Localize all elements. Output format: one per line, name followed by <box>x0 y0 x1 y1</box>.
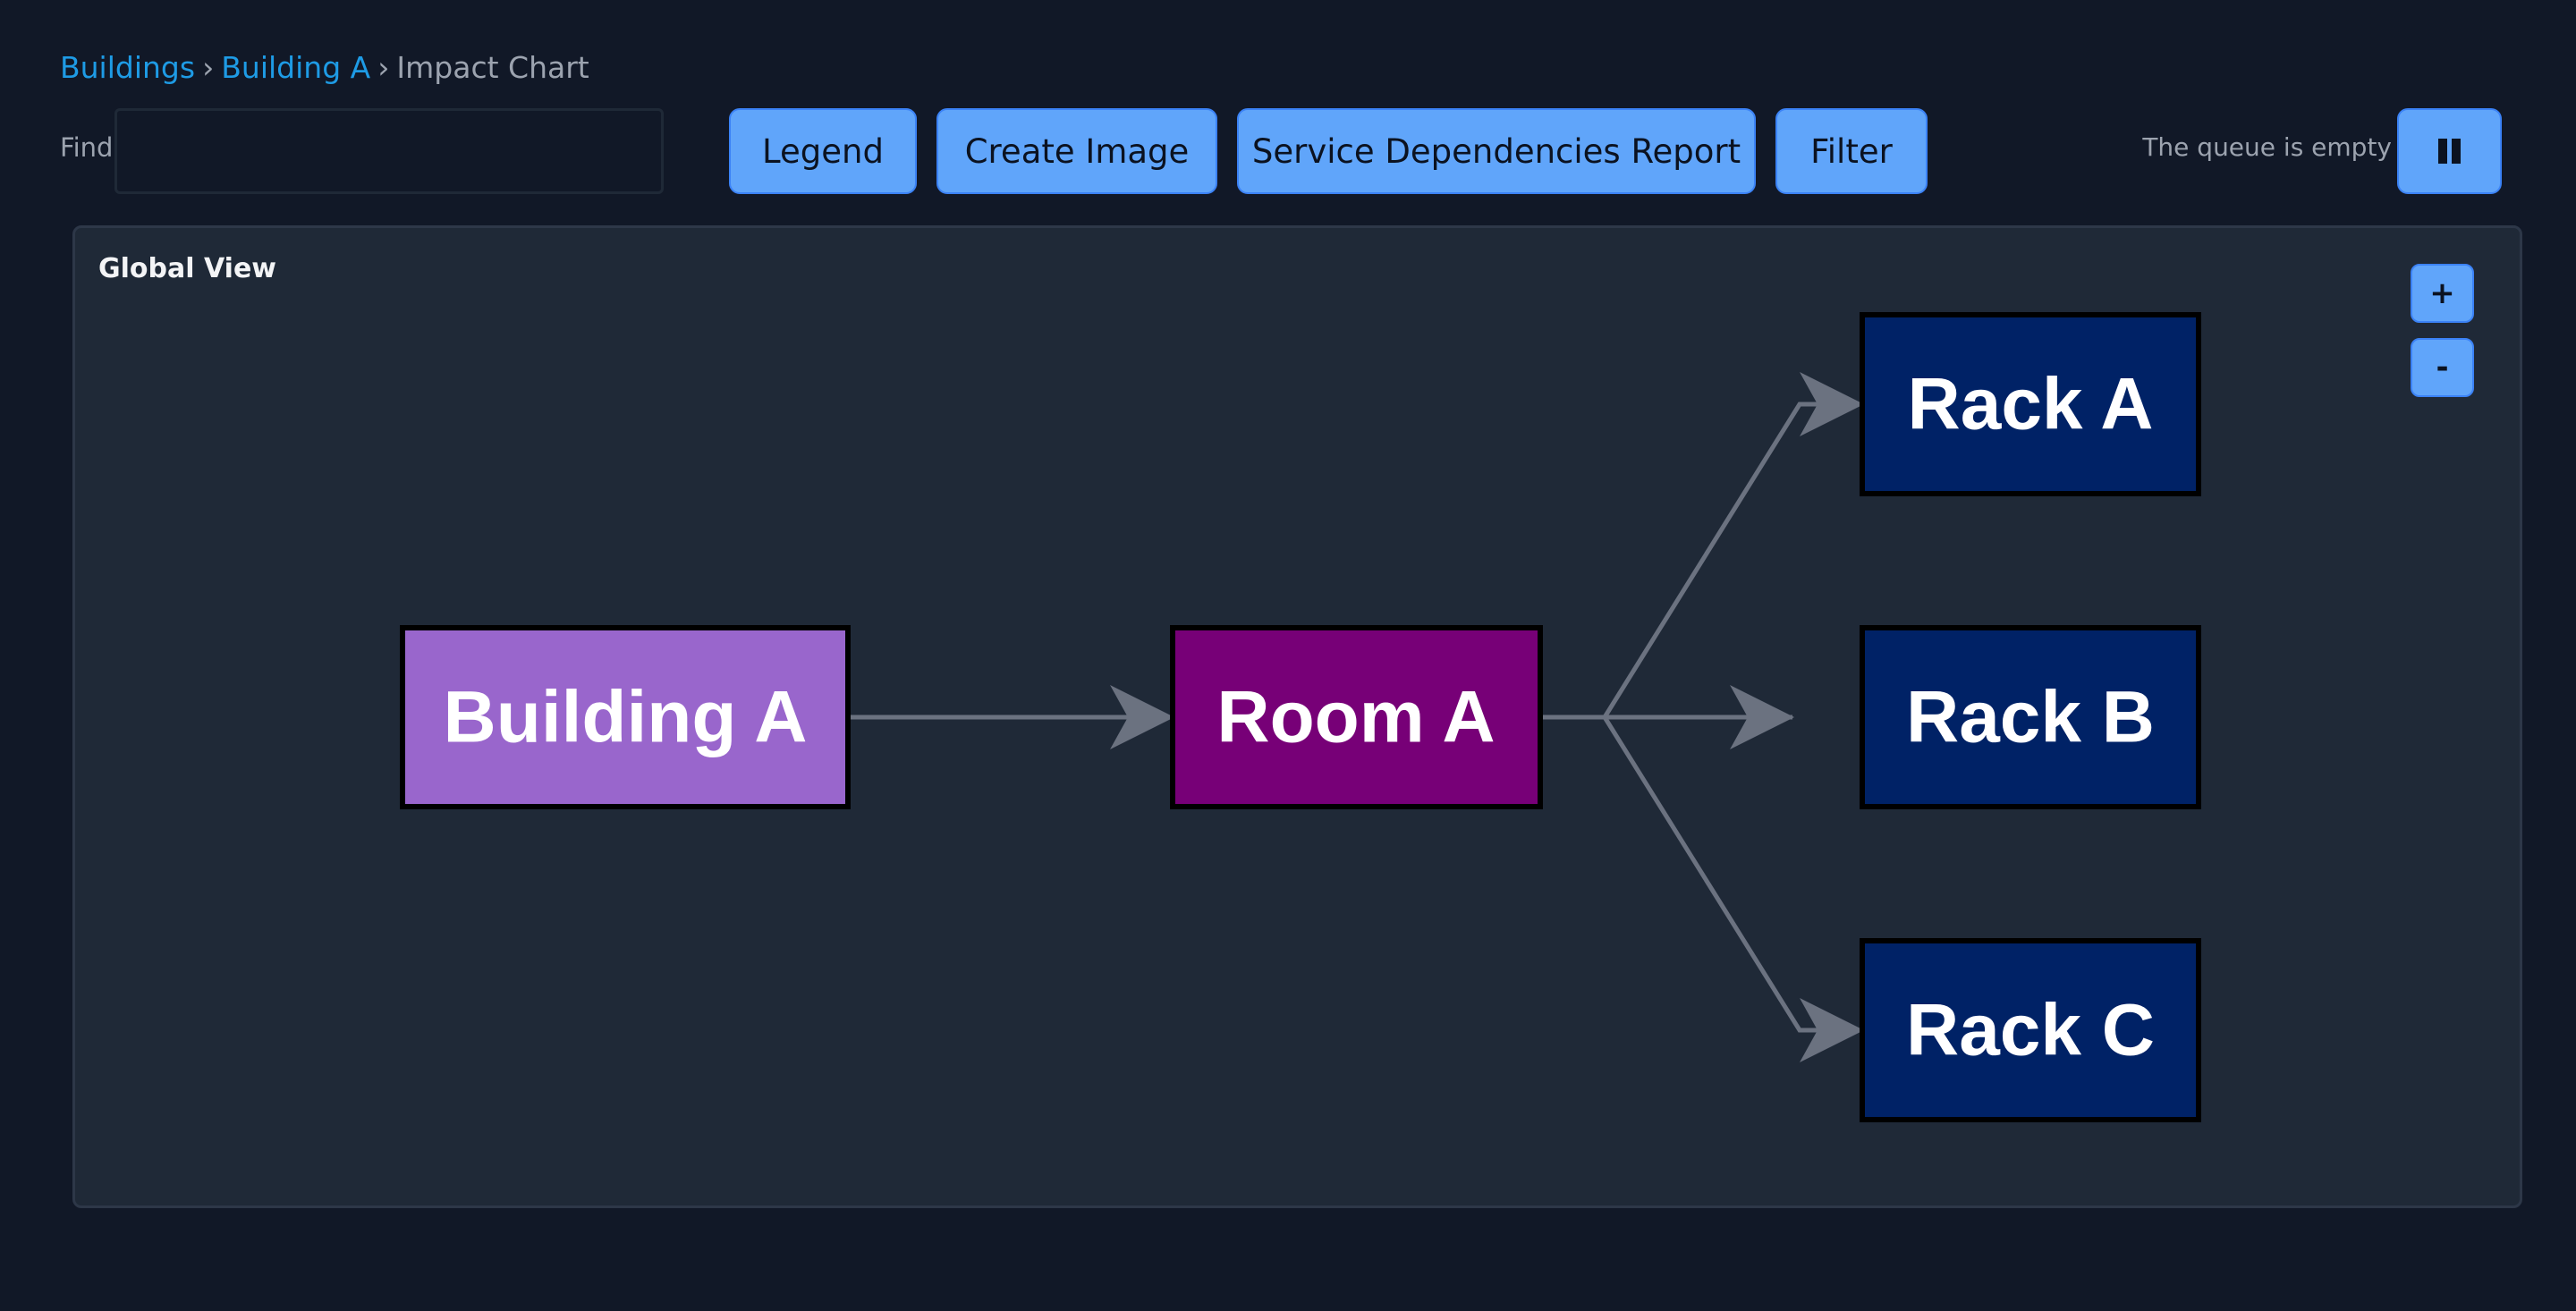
breadcrumb-buildings-link[interactable]: Buildings <box>60 50 196 85</box>
breadcrumb: Buildings›Building A›Impact Chart <box>60 48 589 88</box>
breadcrumb-separator: › <box>202 50 215 85</box>
node-rack-c[interactable]: Rack C <box>1860 938 2201 1122</box>
breadcrumb-building-a-link[interactable]: Building A <box>221 50 371 85</box>
service-dependencies-report-button[interactable]: Service Dependencies Report <box>1237 108 1756 194</box>
node-label: Room A <box>1216 677 1495 758</box>
node-label: Building A <box>444 677 808 758</box>
zoom-out-button[interactable]: - <box>2411 338 2474 397</box>
panel-title: Global View <box>98 253 276 284</box>
graph-edge <box>1602 715 1864 1062</box>
node-room-a[interactable]: Room A <box>1170 625 1543 809</box>
global-view-panel: Global View Building A Room A Rack A <box>72 225 2522 1208</box>
node-building-a[interactable]: Building A <box>400 625 851 809</box>
zoom-in-button[interactable]: + <box>2411 264 2474 323</box>
create-image-button[interactable]: Create Image <box>936 108 1217 194</box>
graph-edge <box>1602 372 1864 719</box>
node-label: Rack A <box>1908 364 2154 445</box>
node-label: Rack B <box>1906 677 2155 758</box>
pause-icon <box>2438 139 2461 164</box>
legend-button[interactable]: Legend <box>729 108 917 194</box>
find-input[interactable] <box>114 108 664 194</box>
pause-button[interactable] <box>2397 108 2502 194</box>
breadcrumb-current-page: Impact Chart <box>396 50 589 85</box>
node-rack-a[interactable]: Rack A <box>1860 312 2201 496</box>
node-label: Rack C <box>1906 990 2155 1071</box>
queue-status: The queue is empty <box>2142 132 2392 162</box>
breadcrumb-separator: › <box>377 50 390 85</box>
filter-button[interactable]: Filter <box>1775 108 1928 194</box>
find-label: Find <box>60 132 114 163</box>
node-rack-b[interactable]: Rack B <box>1860 625 2201 809</box>
impact-graph[interactable]: Building A Room A Rack A Rack B Rack C <box>75 228 2520 1205</box>
